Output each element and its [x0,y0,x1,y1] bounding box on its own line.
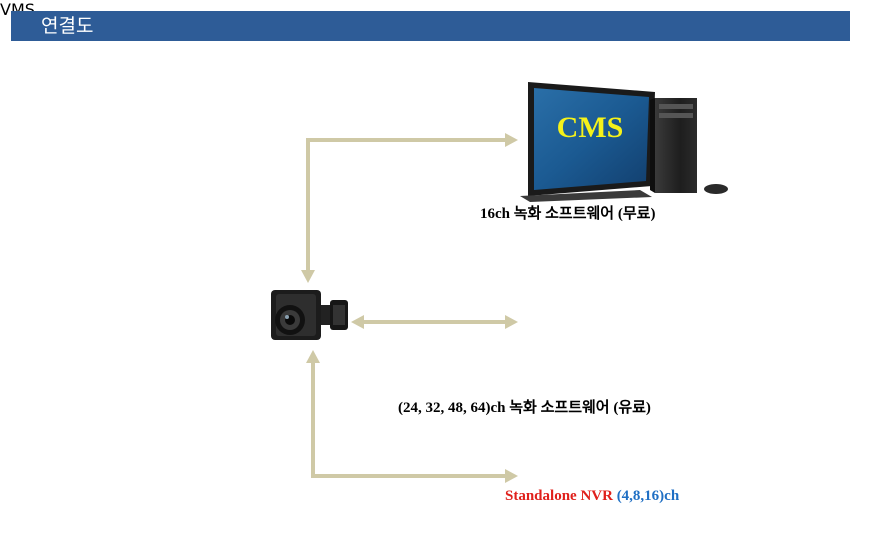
connector-vms [351,315,518,329]
connector-cms [301,133,518,283]
nvr-channels: (4,8,16)ch [616,488,680,504]
header-bar: 연결도 [11,11,850,41]
page-title: 연결도 [41,15,94,37]
ip-camera-icon [271,290,348,340]
cms-caption: 16ch 녹화 소프트웨어 (무료) [480,206,656,222]
cms-computer-icon: CMS [520,82,728,202]
connector-nvr [306,350,518,483]
nvr-name: Standalone NVR [505,488,613,504]
cms-screen-label: CMS [557,111,624,144]
nvr-caption: Standalone NVR (4,8,16)ch [505,487,679,505]
vms-caption: (24, 32, 48, 64)ch 녹화 소프트웨어 (유료) [398,400,651,416]
